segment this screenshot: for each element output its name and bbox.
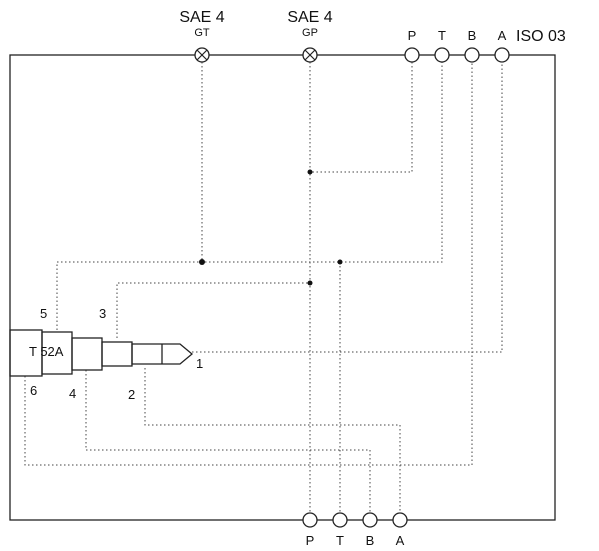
- cartridge-valve: [9, 329, 194, 377]
- passage-port3: [116, 282, 310, 338]
- passage-port1: [192, 62, 503, 353]
- top-port-p: [404, 47, 420, 63]
- manifold-outline: [9, 54, 556, 521]
- port-number-4: 4: [69, 386, 76, 401]
- gauge-port-gt-standard: SAE 4: [179, 9, 224, 26]
- junction-gt: [199, 259, 205, 265]
- top-port-a-label: A: [498, 28, 507, 43]
- port-number-5: 5: [40, 306, 47, 321]
- port-number-6: 6: [30, 383, 37, 398]
- port-number-3: 3: [99, 306, 106, 321]
- cartridge-stage-3: [101, 341, 133, 367]
- passage-port2: [144, 368, 401, 515]
- passage-top-p: [310, 62, 413, 173]
- top-port-t-label: T: [438, 28, 446, 43]
- passage-port6: [24, 62, 473, 466]
- top-ports-standard: ISO 03: [516, 28, 566, 45]
- top-port-t: [434, 47, 450, 63]
- junction-t: [337, 259, 343, 265]
- cartridge-label: T 52A: [29, 344, 64, 359]
- top-port-b-label: B: [468, 28, 477, 43]
- gauge-port-gp-code: GP: [302, 27, 318, 39]
- gauge-port-gt-code: GT: [194, 27, 210, 39]
- cartridge-stage-2: [71, 337, 103, 371]
- bottom-port-t-label: T: [336, 533, 344, 548]
- junction-gp-p: [307, 169, 313, 175]
- cartridge-nose: [131, 343, 194, 365]
- top-port-p-label: P: [408, 28, 417, 43]
- top-port-a: [494, 47, 510, 63]
- bottom-port-p: [302, 512, 318, 528]
- bottom-port-a: [392, 512, 408, 528]
- bottom-port-a-label: A: [396, 533, 405, 548]
- bottom-port-b: [362, 512, 378, 528]
- passage-port5: [56, 62, 443, 330]
- bottom-port-t: [332, 512, 348, 528]
- junction-3: [307, 280, 313, 286]
- gauge-port-gt: [194, 47, 210, 63]
- gauge-port-gp: [302, 47, 318, 63]
- internal-passages: [24, 62, 503, 515]
- passage-port4: [85, 370, 371, 515]
- gauge-port-gp-standard: SAE 4: [287, 9, 332, 26]
- top-port-b: [464, 47, 480, 63]
- port-number-1: 1: [196, 356, 203, 371]
- bottom-port-b-label: B: [366, 533, 375, 548]
- port-number-2: 2: [128, 387, 135, 402]
- bottom-port-p-label: P: [306, 533, 315, 548]
